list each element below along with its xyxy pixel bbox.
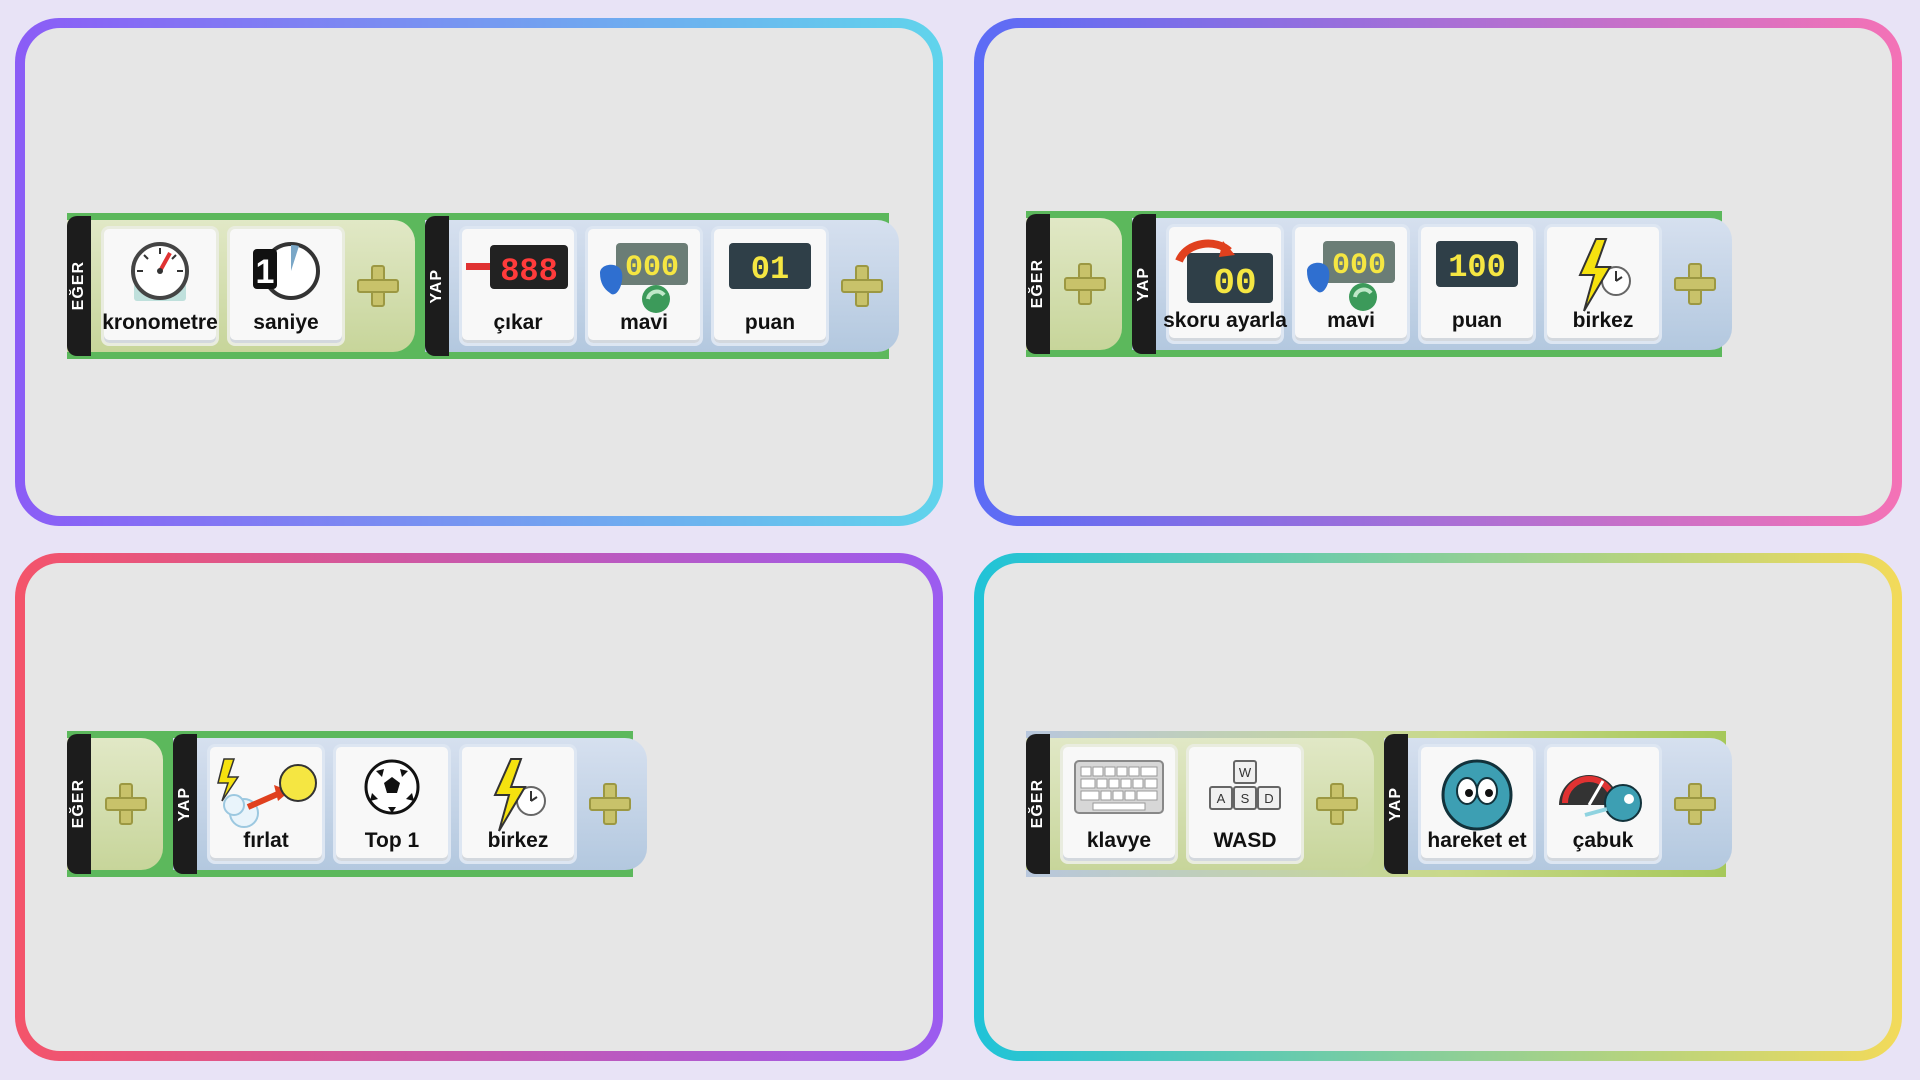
blue-paint-icon: 000 <box>1307 241 1395 311</box>
move-character-icon <box>1441 759 1513 831</box>
score-display-icon: 01 <box>729 243 811 289</box>
rule-row: EĞER kronometre <box>67 213 899 359</box>
firlat-tile[interactable]: fırlat <box>207 744 325 864</box>
score-display-icon: 100 <box>1436 241 1518 287</box>
rule-panel-3: EĞER YAP fırlat <box>15 553 943 1061</box>
do-section: YAP hareket et <box>1384 734 1732 874</box>
tile-label: puan <box>744 311 796 334</box>
when-section: EĞER <box>1026 214 1122 354</box>
rule-panel-2: EĞER YAP 00 skoru ayarla <box>974 18 1902 526</box>
blue-paint-icon: 000 <box>600 243 688 313</box>
set-score-icon: 00 <box>1175 239 1273 304</box>
tile-label: puan <box>1451 309 1503 332</box>
saniye-tile[interactable]: 1 saniye <box>227 226 345 346</box>
soccer-ball-icon <box>364 759 420 815</box>
svg-text:1: 1 <box>256 253 275 291</box>
tile-label: klavye <box>1086 829 1152 852</box>
do-tag: YAP <box>1132 214 1156 354</box>
cikar-tile[interactable]: 888 çıkar <box>459 226 577 346</box>
lightning-once-icon <box>493 758 546 832</box>
rule-panel-2-canvas: EĞER YAP 00 skoru ayarla <box>984 28 1892 516</box>
do-tag: YAP <box>173 734 197 874</box>
svg-text:A: A <box>1217 791 1226 806</box>
tile-label: birkez <box>487 829 549 852</box>
birkez-tile[interactable]: birkez <box>1544 224 1662 344</box>
add-do-button[interactable] <box>587 781 633 827</box>
tile-label: skoru ayarla <box>1163 309 1287 332</box>
when-tag: EĞER <box>67 734 91 874</box>
rule-panel-3-canvas: EĞER YAP fırlat <box>25 563 933 1051</box>
tile-label: çıkar <box>493 311 543 334</box>
when-section: EĞER klavye <box>1026 734 1374 874</box>
wasd-tile[interactable]: W A S D WASD <box>1186 744 1304 864</box>
kronometre-tile[interactable]: kronometre <box>101 226 219 346</box>
mavi-tile[interactable]: 000 mavi <box>1292 224 1410 344</box>
when-tag: EĞER <box>1026 734 1050 874</box>
add-when-button[interactable] <box>355 263 401 309</box>
when-tag: EĞER <box>67 216 91 356</box>
stopwatch-icon <box>131 242 189 301</box>
puan-tile[interactable]: 100 puan <box>1418 224 1536 344</box>
tile-label: birkez <box>1572 309 1634 332</box>
rule-panel-1: EĞER kronometre <box>15 18 943 526</box>
add-when-button[interactable] <box>103 781 149 827</box>
svg-text:00: 00 <box>1213 263 1256 304</box>
rule-row: EĞER YAP 00 skoru ayarla <box>1026 211 1732 357</box>
svg-text:888: 888 <box>500 253 558 290</box>
add-do-button[interactable] <box>1672 781 1718 827</box>
do-section: YAP 888 çıkar 000 <box>425 216 899 356</box>
tile-label: çabuk <box>1572 829 1634 852</box>
klavye-tile[interactable]: klavye <box>1060 744 1178 864</box>
mavi-tile[interactable]: 000 mavi <box>585 226 703 346</box>
rule-panel-1-canvas: EĞER kronometre <box>25 28 933 516</box>
svg-text:01: 01 <box>751 251 789 288</box>
tile-label: WASD <box>1213 829 1277 852</box>
do-section: YAP 00 skoru ayarla 000 <box>1132 214 1732 354</box>
subtract-display-icon: 888 <box>466 245 568 290</box>
birkez-tile[interactable]: birkez <box>459 744 577 864</box>
when-section: EĞER <box>67 734 163 874</box>
skoru-ayarla-tile[interactable]: 00 skoru ayarla <box>1163 224 1287 344</box>
add-when-button[interactable] <box>1314 781 1360 827</box>
when-tag: EĞER <box>1026 214 1050 354</box>
speed-gauge-icon <box>1559 775 1642 822</box>
tile-label: fırlat <box>243 829 289 852</box>
rule-panel-4: EĞER klavye <box>974 553 1902 1061</box>
add-when-button[interactable] <box>1062 261 1108 307</box>
hareket-et-tile[interactable]: hareket et <box>1418 744 1536 864</box>
rule-panel-4-canvas: EĞER klavye <box>984 563 1892 1051</box>
do-tag: YAP <box>425 216 449 356</box>
tile-label: Top 1 <box>364 829 420 852</box>
cabuk-tile[interactable]: çabuk <box>1544 744 1662 864</box>
svg-text:100: 100 <box>1448 249 1506 286</box>
when-section: EĞER kronometre <box>67 216 415 356</box>
add-do-button[interactable] <box>839 263 885 309</box>
do-tag: YAP <box>1384 734 1408 874</box>
wasd-keys-icon: W A S D <box>1209 760 1281 810</box>
top-1-tile[interactable]: Top 1 <box>333 744 451 864</box>
rule-row: EĞER YAP fırlat <box>67 731 647 877</box>
svg-text:S: S <box>1241 791 1250 806</box>
puan-tile[interactable]: 01 puan <box>711 226 829 346</box>
tile-label: hareket et <box>1427 829 1527 852</box>
lightning-once-icon <box>1578 238 1631 312</box>
tile-label: saniye <box>253 311 319 334</box>
rule-row: EĞER klavye <box>1026 731 1732 877</box>
svg-text:000: 000 <box>625 251 679 285</box>
svg-text:W: W <box>1239 765 1252 780</box>
add-do-button[interactable] <box>1672 261 1718 307</box>
tile-label: mavi <box>1327 309 1375 332</box>
svg-text:D: D <box>1264 791 1273 806</box>
launch-icon <box>217 758 317 828</box>
tile-label: kronometre <box>102 311 218 334</box>
keyboard-icon <box>1074 760 1164 814</box>
do-section: YAP fırlat <box>173 734 647 874</box>
svg-text:000: 000 <box>1332 249 1386 283</box>
one-second-timer-icon: 1 <box>253 242 320 300</box>
tile-label: mavi <box>620 311 668 334</box>
